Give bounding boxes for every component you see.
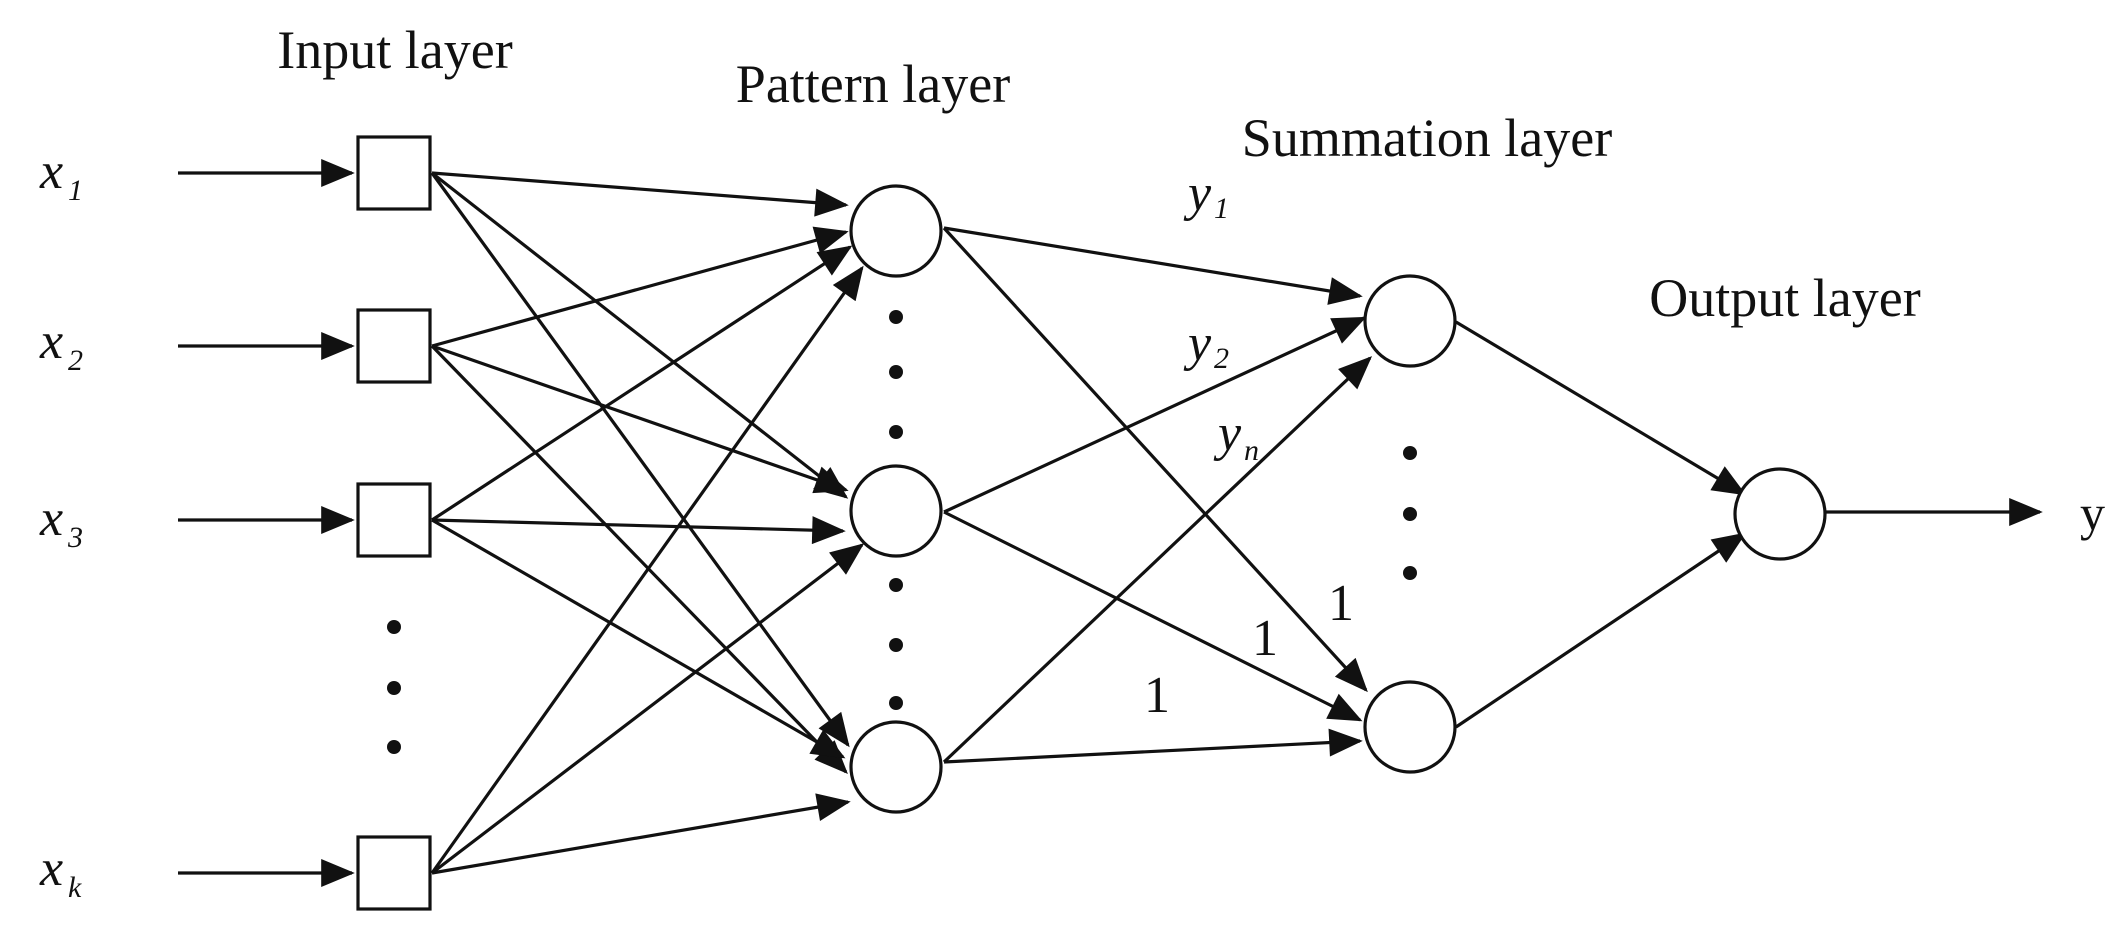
input-var: x <box>39 143 63 200</box>
input-sub: 1 <box>68 174 83 207</box>
ellipsis-dot <box>889 578 903 592</box>
weight-label: 1 <box>1252 610 1278 667</box>
summation-input-sub: 2 <box>1214 342 1229 375</box>
input-var: x <box>39 490 63 547</box>
edge <box>431 516 846 545</box>
edge <box>943 226 1363 305</box>
edge <box>431 793 851 875</box>
summation-node <box>1363 680 1457 774</box>
y-label-2: y 2 <box>1183 315 1229 375</box>
input-ellipsis <box>387 620 401 754</box>
edge <box>943 510 1363 722</box>
output-node <box>1733 467 1827 561</box>
summation-input-sub: n <box>1244 434 1259 467</box>
input-node <box>356 835 432 911</box>
pattern-node <box>849 720 943 814</box>
ellipsis-dot <box>387 620 401 634</box>
ellipsis-dot <box>1403 446 1417 460</box>
input-arrows <box>178 159 355 887</box>
output-layer-title: Output layer <box>1649 268 1920 328</box>
ellipsis-dot <box>387 740 401 754</box>
summation-input-sub: 1 <box>1214 192 1229 225</box>
edge <box>942 356 1373 764</box>
summation-input-var: y <box>1183 165 1212 222</box>
input-node <box>356 308 432 384</box>
edge <box>431 245 853 522</box>
input-label-x1: x 1 <box>39 143 83 207</box>
summation-nodes <box>1363 274 1457 774</box>
input-layer-title: Input layer <box>277 20 512 80</box>
summation-input-var: y <box>1213 405 1242 462</box>
summation-node <box>1363 274 1457 368</box>
pattern-to-summation-edges <box>942 226 1373 764</box>
input-label-x2: x 2 <box>39 313 83 377</box>
ellipsis-dot <box>889 638 903 652</box>
input-var: x <box>39 313 63 370</box>
edge <box>942 226 1368 693</box>
pattern-nodes <box>849 184 943 814</box>
edge <box>430 344 848 775</box>
ellipsis-dot <box>1403 566 1417 580</box>
input-sub: 2 <box>68 344 83 377</box>
ellipsis-dot <box>889 310 903 324</box>
input-sub: 3 <box>67 521 83 554</box>
ellipsis-dot <box>889 425 903 439</box>
y-label-n: y n <box>1213 405 1259 467</box>
input-to-pattern-edges <box>430 171 865 875</box>
summation-input-var: y <box>1183 315 1212 372</box>
pattern-ellipsis <box>889 310 903 710</box>
input-label-x3: x 3 <box>39 490 83 554</box>
input-nodes <box>356 135 432 911</box>
pattern-layer-title: Pattern layer <box>736 54 1010 114</box>
summation-to-output-edges <box>1455 320 1747 729</box>
weight-label: 1 <box>1144 667 1170 724</box>
summation-ellipsis <box>1403 446 1417 580</box>
weight-label: 1 <box>1328 575 1354 632</box>
ellipsis-dot <box>889 365 903 379</box>
pattern-node <box>849 184 943 278</box>
pattern-node <box>849 464 943 558</box>
edge <box>431 543 865 875</box>
input-node <box>356 135 432 211</box>
input-label-xk: x k <box>39 840 82 904</box>
ellipsis-dot <box>1403 507 1417 521</box>
edge <box>430 172 850 748</box>
ellipsis-dot <box>889 696 903 710</box>
edge <box>431 518 846 759</box>
edge <box>943 728 1363 764</box>
summation-layer-title: Summation layer <box>1242 108 1612 168</box>
edge <box>430 265 864 874</box>
ellipsis-dot <box>387 681 401 695</box>
edge <box>431 226 849 348</box>
input-sub: k <box>68 871 82 904</box>
edge <box>943 316 1367 514</box>
input-node <box>356 482 432 558</box>
y-label-1: y 1 <box>1183 165 1229 225</box>
edge <box>431 344 849 494</box>
edge <box>1455 532 1747 729</box>
edge <box>1455 320 1747 496</box>
output-label: y <box>2080 485 2105 541</box>
edge <box>431 171 849 499</box>
input-var: x <box>39 840 63 897</box>
edge <box>431 171 849 217</box>
